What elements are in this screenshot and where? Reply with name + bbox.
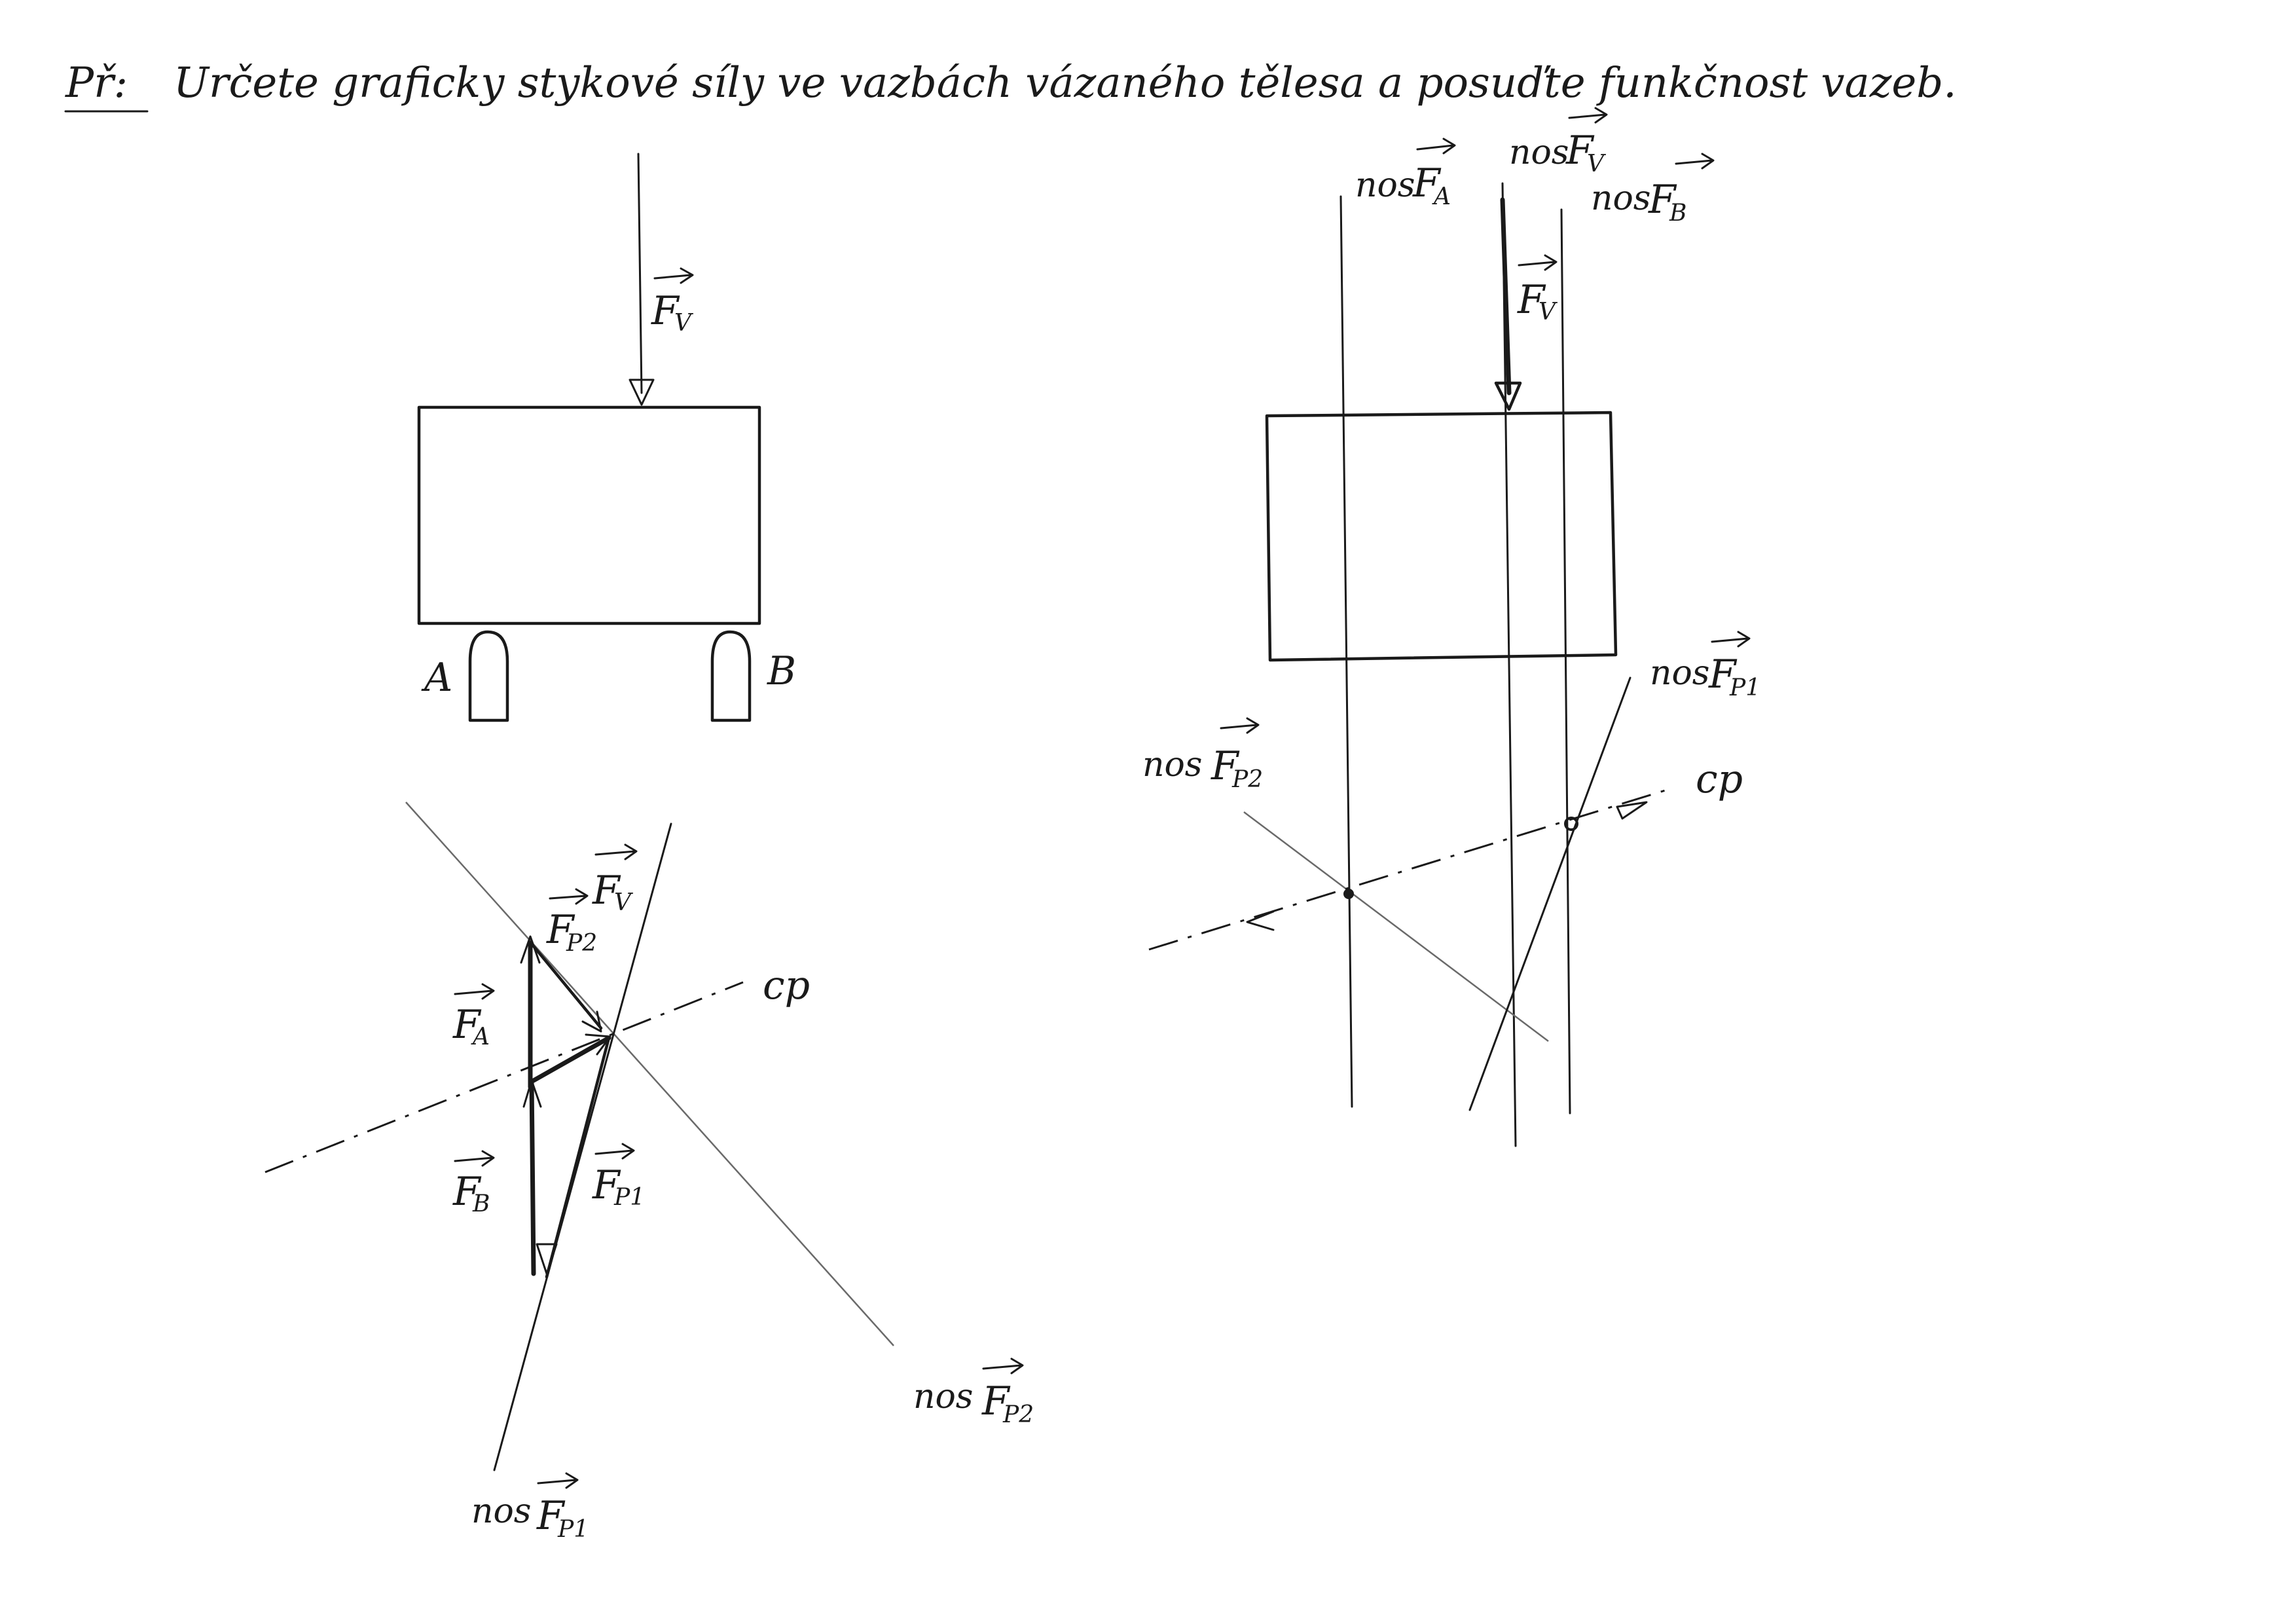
svg-text:nos: nos: [913, 1377, 973, 1416]
label-nos-fp2-left: nos F P2: [913, 1357, 1034, 1428]
svg-text:A: A: [471, 1024, 490, 1050]
svg-text:nos: nos: [1650, 654, 1709, 693]
svg-text:P2: P2: [1231, 766, 1263, 793]
svg-text:F: F: [536, 1493, 566, 1539]
cp-arrow-right: [1616, 801, 1648, 820]
svg-text:F: F: [1708, 652, 1738, 697]
force-fv-right-head: [1494, 381, 1522, 411]
task-title: Př: Určete graficky stykové síly ve vazb…: [64, 59, 1957, 113]
label-fb-polygon: F B: [452, 1150, 495, 1217]
svg-text:F: F: [592, 1162, 621, 1208]
vector-fb: [529, 1078, 536, 1276]
svg-text:P2: P2: [1002, 1401, 1034, 1428]
loaded-body: [417, 405, 761, 625]
svg-text:B: B: [1669, 200, 1686, 227]
svg-text:F: F: [1211, 743, 1240, 789]
svg-text:F: F: [1412, 160, 1442, 206]
label-cp-left: cp: [763, 963, 810, 1008]
vector-fv-head: [585, 1033, 611, 1056]
svg-text:F: F: [592, 868, 621, 913]
cp-arrow-left: [1246, 910, 1275, 931]
vector-fv-polygon: [531, 1035, 611, 1083]
left-force-polygon: F V F P2 F A F B F P1 cp nos F P2: [264, 802, 1034, 1543]
label-nos-fp1-right: nos F P1: [1650, 631, 1760, 701]
svg-text:nos: nos: [471, 1492, 531, 1531]
label-nos-fa-right: nos F A: [1355, 138, 1456, 210]
svg-text:P1: P1: [1729, 674, 1760, 701]
support-a: [468, 630, 509, 722]
svg-text:nos: nos: [1509, 133, 1569, 172]
line-nos-fp1-right: [1468, 676, 1631, 1111]
svg-text:V: V: [1539, 299, 1558, 325]
body-right: [1265, 411, 1618, 662]
svg-text:F: F: [452, 1169, 482, 1215]
label-cp-right: cp: [1696, 756, 1743, 802]
force-fv-arrowhead: [629, 378, 655, 406]
vector-fa-head: [520, 935, 541, 964]
vector-fp2: [532, 944, 603, 1030]
axis-fa: [1339, 195, 1353, 1108]
intersection-a: [1343, 889, 1354, 899]
svg-text:F: F: [1517, 277, 1546, 323]
svg-text:F: F: [651, 288, 680, 334]
task-prefix: Př:: [65, 59, 128, 107]
axis-fb: [1560, 208, 1571, 1115]
svg-text:V: V: [1587, 151, 1607, 177]
label-fv-polygon: F V: [592, 843, 638, 916]
label-fv-right: F V: [1517, 254, 1558, 325]
line-direction-fp1: [493, 822, 672, 1471]
svg-text:F: F: [452, 1002, 482, 1048]
label-nos-fp1-left: nos F P1: [471, 1472, 589, 1543]
svg-text:nos: nos: [1142, 745, 1202, 784]
label-b: B: [767, 648, 796, 694]
svg-text:P1: P1: [613, 1184, 645, 1211]
label-fa-polygon: F A: [452, 983, 495, 1050]
svg-text:F: F: [546, 907, 575, 953]
label-a: A: [421, 655, 452, 701]
vector-fp2-head: [581, 1010, 602, 1033]
svg-text:F: F: [1648, 177, 1677, 223]
label-nos-fp2-right: nos F P2: [1142, 717, 1263, 793]
svg-text:V: V: [674, 310, 694, 337]
svg-text:B: B: [472, 1190, 490, 1217]
svg-text:P1: P1: [557, 1516, 589, 1543]
svg-text:nos: nos: [1591, 179, 1650, 218]
svg-text:F: F: [981, 1378, 1011, 1424]
label-fp1-polygon: F P1: [592, 1143, 645, 1211]
svg-text:nos: nos: [1355, 166, 1415, 205]
task-text: Určete graficky stykové síly ve vazbách …: [173, 59, 1957, 107]
intersection-b: [1564, 817, 1578, 831]
vector-mark: [653, 267, 694, 284]
label-nos-fb-right: nos F B: [1591, 153, 1715, 227]
label-nos-fv-right: nos F V: [1509, 107, 1608, 177]
axis-fv: [1501, 182, 1517, 1147]
svg-text:F: F: [1565, 128, 1595, 174]
force-fv-right: [1500, 197, 1512, 396]
right-construction: nos F A nos F V nos F B F V nos F P1: [1142, 107, 1760, 1147]
force-fv-arrow: [637, 153, 643, 394]
line-cp-right: [1148, 788, 1670, 951]
label-fp2-polygon: F P2: [546, 888, 597, 957]
line-nos-fp2-right: [1243, 811, 1549, 1042]
line-cp: [264, 981, 744, 1173]
vector-fp1: [545, 1036, 611, 1279]
left-body-setup: F V A B: [417, 153, 796, 722]
label-fv-top: F V: [651, 267, 694, 337]
svg-text:P2: P2: [566, 930, 597, 957]
support-b: [710, 630, 752, 722]
line-direction-fp2: [405, 802, 894, 1346]
svg-text:A: A: [1432, 183, 1451, 210]
svg-text:V: V: [614, 889, 634, 916]
